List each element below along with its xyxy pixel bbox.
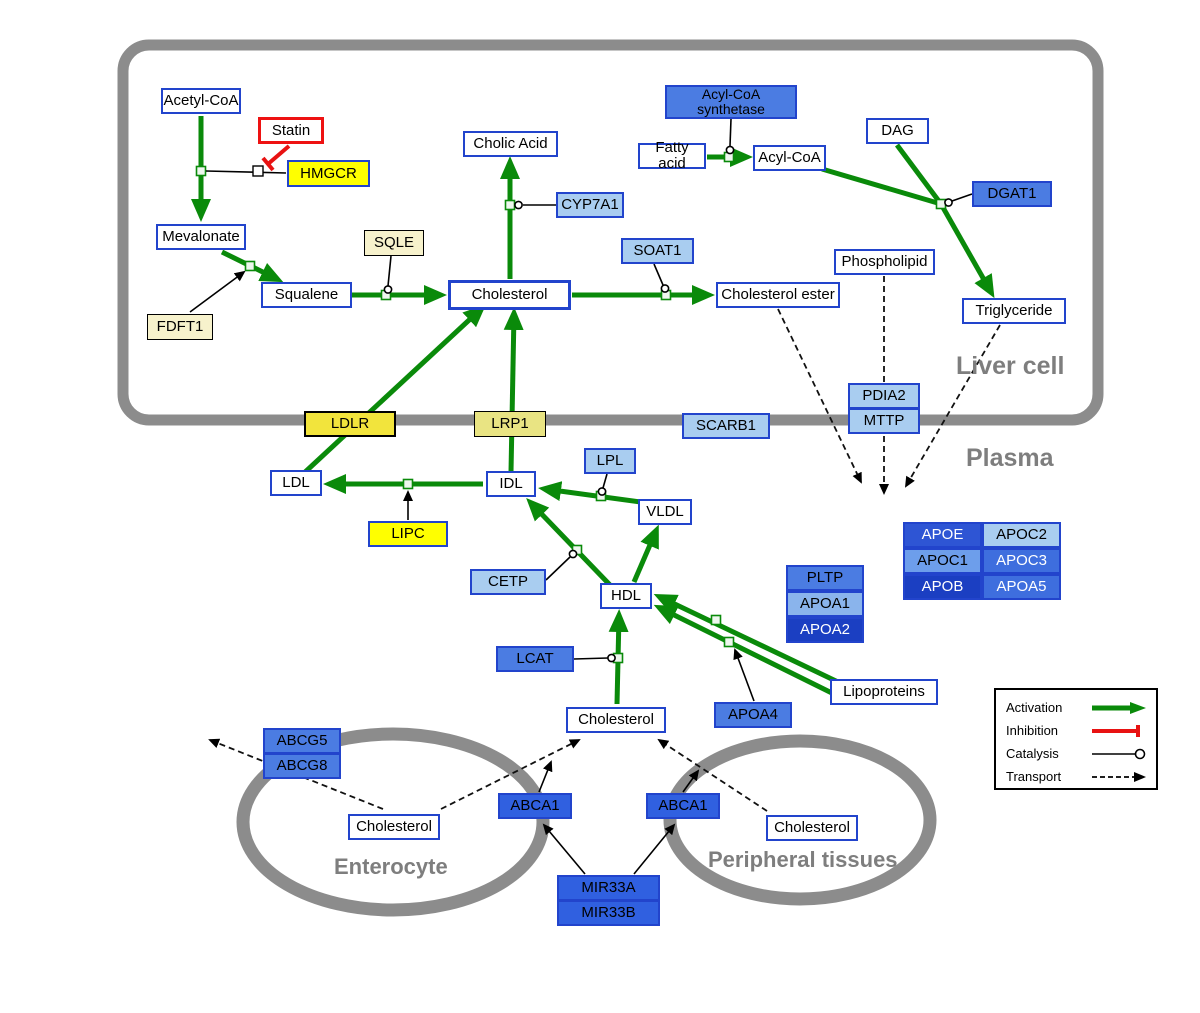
node-hmgcr[interactable]: HMGCR — [287, 160, 370, 187]
node-apoa5[interactable]: APOA5 — [982, 574, 1061, 600]
node-mevalonate[interactable]: Mevalonate — [156, 224, 246, 250]
node-lcat[interactable]: LCAT — [496, 646, 574, 672]
enterocyte-membrane — [236, 727, 550, 917]
node-acyl-coa[interactable]: Acyl-CoA — [753, 145, 826, 171]
activation-arrow-icon — [1092, 701, 1146, 714]
node-idl[interactable]: IDL — [486, 471, 536, 497]
node-apoa1[interactable]: APOA1 — [786, 591, 864, 617]
activation-edges — [191, 116, 995, 705]
node-soat1[interactable]: SOAT1 — [621, 238, 694, 264]
legend-label-catalysis: Catalysis — [1006, 746, 1059, 761]
node-mttp[interactable]: MTTP — [848, 408, 920, 434]
node-ldlr[interactable]: LDLR — [304, 411, 396, 437]
catalysis-edges — [205, 118, 973, 663]
node-mir33a[interactable]: MIR33A — [557, 875, 660, 901]
inhibition-junction-square — [252, 165, 264, 177]
node-fatty-acid[interactable]: Fatty acid — [638, 140, 706, 172]
node-cholesterol-enterocyte[interactable]: Cholesterol — [348, 814, 440, 840]
node-vldl[interactable]: VLDL — [638, 499, 692, 525]
legend-label-transport: Transport — [1006, 769, 1062, 784]
node-triglyceride[interactable]: Triglyceride — [962, 298, 1066, 324]
node-acetyl-coa[interactable]: Acetyl-CoA — [161, 88, 241, 114]
node-pdia2[interactable]: PDIA2 — [848, 383, 920, 409]
legend-item-catalysis: Catalysis — [1006, 742, 1148, 765]
liver-cell-membrane — [117, 39, 1104, 426]
legend: Activation Inhibition Catalysis Transpor… — [994, 688, 1158, 790]
node-lipoproteins[interactable]: Lipoproteins — [830, 679, 938, 705]
node-cholesterol-plasma[interactable]: Cholesterol — [566, 707, 666, 733]
node-apoc1[interactable]: APOC1 — [903, 548, 982, 574]
node-lpl[interactable]: LPL — [584, 448, 636, 474]
node-apoc3[interactable]: APOC3 — [982, 548, 1061, 574]
node-mir33b[interactable]: MIR33B — [557, 900, 660, 926]
node-cholesterol-liver[interactable]: Cholesterol — [448, 280, 571, 310]
node-cholic-acid[interactable]: Cholic Acid — [463, 131, 558, 157]
node-cyp7a1[interactable]: CYP7A1 — [556, 192, 624, 218]
plasma-label: Plasma — [966, 444, 1054, 472]
legend-item-transport: Transport — [1006, 765, 1148, 788]
node-dgat1[interactable]: DGAT1 — [972, 181, 1052, 207]
legend-label-activation: Activation — [1006, 700, 1063, 715]
peripheral-tissues-membrane — [663, 734, 937, 906]
node-apoe[interactable]: APOE — [903, 522, 982, 548]
legend-item-activation: Activation — [1006, 696, 1148, 719]
node-lrp1[interactable]: LRP1 — [474, 411, 546, 437]
node-apoa4[interactable]: APOA4 — [714, 702, 792, 728]
transport-dashed-arrow-icon — [1092, 771, 1146, 782]
node-statin[interactable]: Statin — [258, 117, 324, 144]
inhibition-tee-icon — [1092, 724, 1140, 737]
node-scarb1[interactable]: SCARB1 — [682, 413, 770, 439]
node-fdft1[interactable]: FDFT1 — [147, 314, 213, 340]
node-acyl-coa-synthetase[interactable]: Acyl-CoA synthetase — [665, 85, 797, 119]
reaction-node-squares — [195, 151, 947, 664]
enterocyte-label: Enterocyte — [334, 854, 448, 879]
legend-label-inhibition: Inhibition — [1006, 723, 1059, 738]
node-abca1-peripheral[interactable]: ABCA1 — [646, 793, 720, 819]
node-cholesterol-peripheral[interactable]: Cholesterol — [766, 815, 858, 841]
legend-item-inhibition: Inhibition — [1006, 719, 1148, 742]
node-ldl[interactable]: LDL — [270, 470, 322, 496]
liver-cell-label: Liver cell — [956, 352, 1065, 380]
node-apoa2[interactable]: APOA2 — [786, 617, 864, 643]
node-phospholipid[interactable]: Phospholipid — [834, 249, 935, 275]
peripheral-tissues-label: Peripheral tissues — [708, 847, 898, 872]
node-dag[interactable]: DAG — [866, 118, 929, 144]
node-apob[interactable]: APOB — [903, 574, 982, 600]
node-sqle[interactable]: SQLE — [364, 230, 424, 256]
node-apoc2[interactable]: APOC2 — [982, 522, 1061, 548]
node-abca1-enterocyte[interactable]: ABCA1 — [498, 793, 572, 819]
inhibition-edge — [261, 144, 291, 172]
node-abcg5[interactable]: ABCG5 — [263, 728, 341, 754]
regulation-arrows — [189, 270, 755, 875]
node-lipc[interactable]: LIPC — [368, 521, 448, 547]
node-hdl[interactable]: HDL — [600, 583, 652, 609]
catalysis-circle-icon — [1092, 748, 1146, 759]
node-squalene[interactable]: Squalene — [261, 282, 352, 308]
node-cetp[interactable]: CETP — [470, 569, 546, 595]
node-pltp[interactable]: PLTP — [786, 565, 864, 591]
node-abcg8[interactable]: ABCG8 — [263, 753, 341, 779]
node-cholesterol-ester[interactable]: Cholesterol ester — [716, 282, 840, 308]
